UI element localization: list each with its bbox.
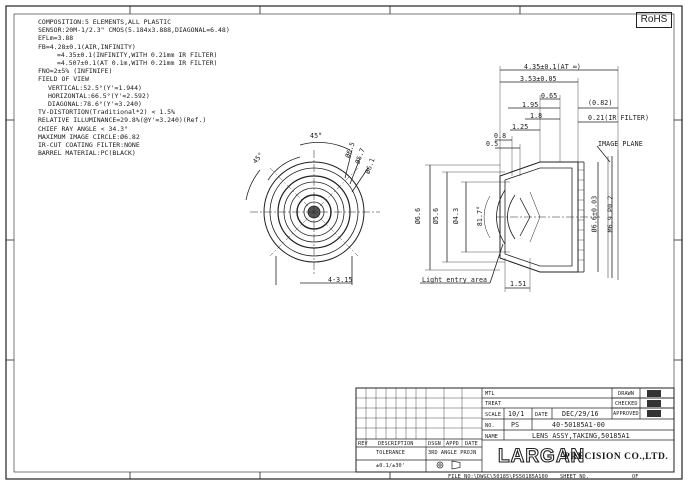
tb-ps: PS — [511, 421, 520, 429]
title-block-lines — [355, 387, 675, 473]
dim-d43: Ø4.3 — [452, 207, 461, 225]
dim-353: 3.53±0.05 — [520, 75, 557, 83]
tb-checked: CHECKED — [615, 401, 638, 407]
tb-tolerance-val: ±0.1/±30' — [376, 463, 406, 469]
spec-cra: CHIEF RAY ANGLE < 34.3° — [38, 124, 129, 133]
front-view — [245, 141, 380, 285]
tb-dsgn: DSGN — [428, 441, 441, 447]
tb-file-no: FILE NO:\DWGC\50185\PS50185A100 — [448, 474, 548, 480]
tb-description: DESCRIPTION — [378, 441, 414, 447]
dim-125: 1.25 — [512, 123, 529, 131]
dim-151: 1.51 — [510, 280, 527, 288]
tb-no-label: NO. — [485, 423, 495, 429]
dim-d661: Ø6.6±0.03 — [590, 195, 599, 233]
company-logo: LARGAN — [497, 445, 586, 467]
tb-name-label: NAME — [485, 434, 498, 440]
light-entry-label: Light entry area — [422, 276, 488, 284]
tb-approved: APPROVED — [613, 411, 639, 417]
dim-082: (0.82) — [588, 99, 613, 107]
tb-mtl: MTL — [485, 391, 495, 397]
dim-fb-at: 4.35±0.1(AT ∞) — [524, 63, 581, 71]
tb-appd: APPD — [446, 441, 459, 447]
approved-signature-stamp — [647, 410, 661, 417]
spec-fb-ir2: =4.507±0.1(AT 0.1m,WITH 0.21mm IR FILTER… — [57, 59, 218, 68]
dim-18: 1.8 — [530, 112, 543, 120]
dim-m69: M6.9 P0.2 — [606, 195, 615, 233]
drawn-signature-stamp — [647, 390, 661, 397]
tb-scale: 10/1 — [508, 410, 525, 418]
tb-third-angle: 3RD ANGLE PROJN — [428, 450, 477, 456]
tb-date: DEC/29/16 — [562, 410, 599, 418]
tb-drawn: DRAWN — [618, 391, 635, 397]
dim-d66: Ø6.6 — [414, 207, 423, 225]
spec-diagonal: DIAGONAL:78.6°(Y'=3.240) — [48, 100, 142, 109]
tb-treat: TREAT — [485, 401, 502, 407]
spec-efl: EFLm=3.88 — [38, 34, 74, 43]
tb-of: OF — [632, 474, 639, 480]
dim-angle: 81.7° — [476, 205, 485, 227]
rohs-badge: RoHS — [636, 12, 672, 28]
spec-sensor: SENSOR:20M-1/2.3" CMOS(5.184x3.888,DIAGO… — [38, 26, 230, 35]
tb-tolerance: TOLERANCE — [376, 450, 406, 456]
tb-part-no: 40-50185A1-00 — [552, 421, 605, 429]
company-subtitle: PRECISION CO.,LTD. — [564, 452, 669, 462]
spec-composition: COMPOSITION:5 ELEMENTS,ALL PLASTIC — [38, 18, 172, 26]
front-angle-top: 45° — [310, 132, 323, 140]
spec-horizontal: HORIZONTAL:66.5°(Y'=2.592) — [48, 91, 150, 100]
spec-list: COMPOSITION:5 ELEMENTS,ALL PLASTIC SENSO… — [38, 18, 230, 157]
tb-rev: REV — [358, 441, 368, 447]
side-view — [420, 66, 619, 292]
dim-195: 1.95 — [522, 101, 539, 109]
spec-ir-cut: IR-CUT COATING FILTER:NONE — [38, 141, 140, 150]
dim-065: 0.65 — [541, 92, 558, 100]
tb-sheet-no: SHEET NO. — [560, 474, 590, 480]
spec-vertical: VERTICAL:52.5°(Y'=1.944) — [48, 83, 142, 92]
spec-tv-distortion: TV-DISTORTION(Traditional*2) < 1.5% — [38, 108, 175, 117]
checked-signature-stamp — [647, 400, 661, 407]
spec-fb: FB=4.28±0.1(AIR,INFINITY) — [38, 42, 136, 51]
spec-fb-ir: =4.35±0.1(INFINITY,WITH 0.21mm IR FILTER… — [57, 50, 218, 59]
dim-d56: Ø5.6 — [432, 207, 441, 225]
dim-05: 0.5 — [486, 140, 499, 148]
dim-08: 0.8 — [494, 132, 507, 140]
tb-scale-label: SCALE — [485, 412, 502, 418]
spec-fno: FNO=2±5% (INFINIFE) — [38, 67, 113, 76]
tb-name: LENS ASSY,TAKING,50185A1 — [532, 432, 630, 440]
spec-illuminance: RELATIVE ILLUMINANCE=29.8%(@Y'=3.240)(Re… — [38, 116, 207, 125]
dim-ir-filter: 0.21(IR FILTER) — [588, 114, 650, 122]
spec-fov: FIELD OF VIEW — [38, 75, 89, 84]
image-plane-label: IMAGE PLANE — [598, 140, 643, 148]
spec-image-circle: MAXIMUM IMAGE CIRCLE:Ø6.82 — [38, 132, 140, 141]
tb-date-label: DATE — [535, 412, 548, 418]
tb-date-col: DATE — [465, 441, 478, 447]
front-dim-bottom: 4-3.15 — [328, 276, 353, 284]
spec-barrel: BARREL MATERIAL:PC(BLACK) — [38, 149, 136, 158]
